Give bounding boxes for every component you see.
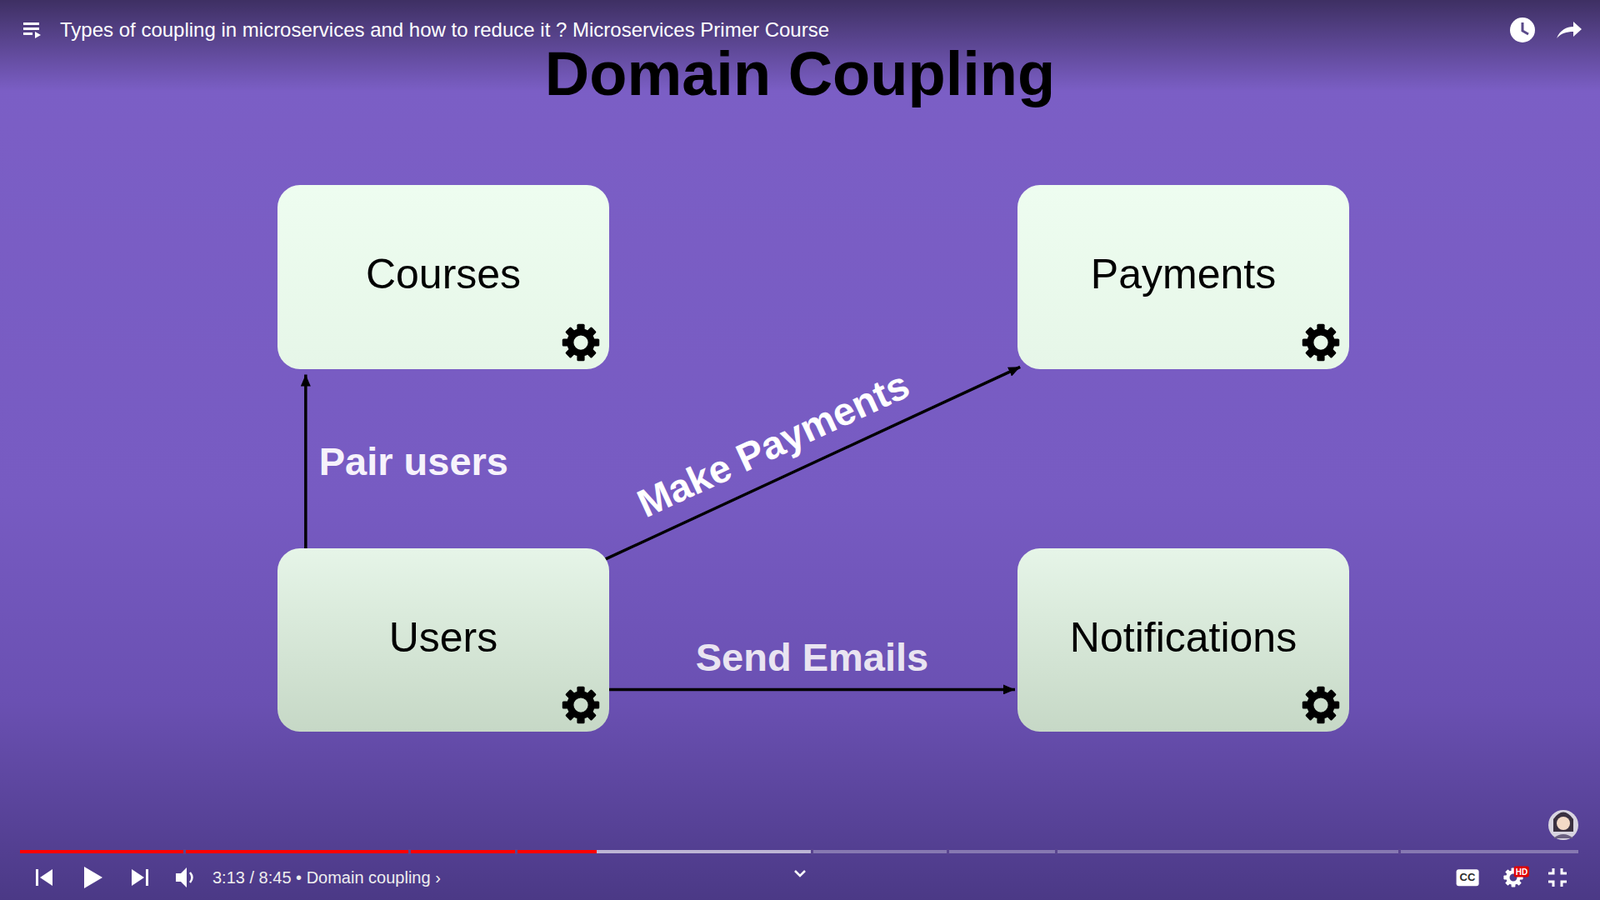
service-box: Notifications bbox=[1017, 548, 1350, 732]
gear-icon bbox=[1302, 686, 1340, 724]
quality-badge: HD bbox=[1514, 866, 1530, 878]
fullscreen-exit-icon bbox=[1548, 868, 1567, 887]
player-controls bbox=[35, 866, 193, 889]
edge-label: Pair users bbox=[319, 440, 509, 484]
gear-icon bbox=[1302, 323, 1340, 360]
service-box: Users bbox=[277, 548, 610, 732]
dependency-arrow bbox=[304, 375, 308, 550]
service-box: Payments bbox=[1017, 185, 1350, 370]
playlist-icon bbox=[23, 22, 41, 39]
service-name: Notifications bbox=[1070, 613, 1297, 662]
gear-icon bbox=[561, 323, 600, 362]
chevron-icon bbox=[795, 870, 805, 876]
gear-icon bbox=[562, 323, 600, 360]
avatar-icon bbox=[1548, 810, 1579, 840]
edge-label: Send Emails bbox=[695, 636, 930, 680]
share-icon bbox=[1556, 21, 1582, 39]
gear-icon bbox=[1301, 685, 1340, 725]
gear-icon bbox=[562, 686, 600, 724]
player-text: 3:13 / 8:45 • Domain coupling › bbox=[212, 868, 441, 888]
service-name: Payments bbox=[1090, 250, 1276, 299]
progress-bar bbox=[20, 849, 1579, 855]
gear-icon bbox=[1301, 323, 1340, 362]
gear-icon bbox=[561, 685, 600, 725]
player-text: Types of coupling in microservices and h… bbox=[60, 18, 830, 42]
slide-title: Domain Coupling bbox=[545, 38, 1056, 110]
dependency-arrow bbox=[605, 366, 1020, 560]
clock-icon bbox=[1510, 17, 1535, 43]
caption-badge: CC bbox=[1456, 869, 1480, 886]
edge-label: Make Payments bbox=[631, 363, 917, 526]
service-box: Courses bbox=[277, 185, 610, 370]
service-name: Courses bbox=[365, 250, 521, 299]
dependency-arrow bbox=[609, 688, 1015, 692]
service-name: Users bbox=[389, 613, 499, 662]
